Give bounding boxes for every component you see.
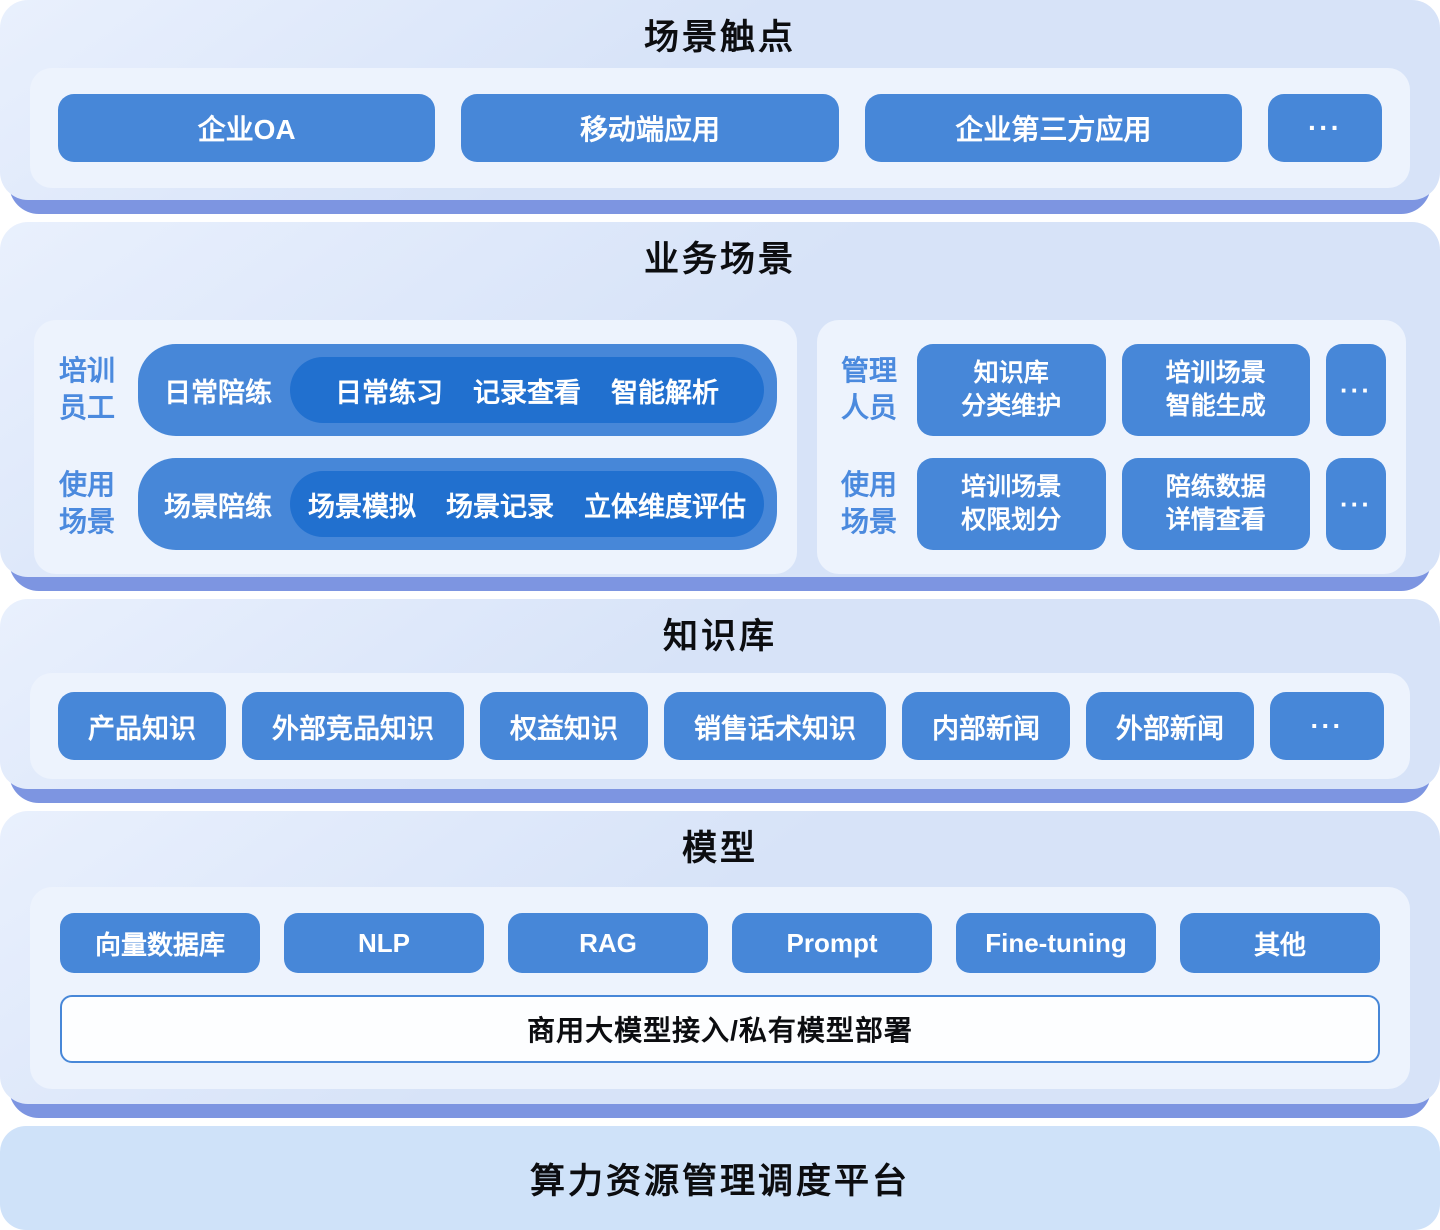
layer-touchpoints: 场景触点 企业OA 移动端应用 企业第三方应用 ··· [0, 0, 1440, 214]
pill-scene-sparring-label: 场景陪练 [164, 491, 272, 522]
card-manager-scenarios: 管理 人员 知识库 分类维护 培训场景 智能生成 [817, 320, 1406, 574]
layer-knowledge-base: 知识库 产品知识 外部竞品知识 权益知识 销售话术知识 内部新闻 外部新闻 ··… [0, 599, 1440, 803]
chip-enterprise-oa: 企业OA [58, 94, 436, 162]
item-smart-analysis: 智能解析 [611, 377, 719, 408]
model-panel: 向量数据库 NLP RAG Prompt Fine-tuning 其他 商用大模… [30, 887, 1410, 1089]
pill-daily-sparring-items: 日常练习 记录查看 智能解析 [290, 357, 764, 423]
touchpoints-panel: 企业OA 移动端应用 企业第三方应用 ··· [30, 68, 1410, 188]
touchpoints-ellipsis: ··· [1267, 94, 1382, 162]
label-usage-scene-left-line1: 使用 [58, 469, 115, 501]
chip-scene-permission: 培训场景 权限划分 [917, 458, 1106, 550]
chip-fine-tuning: Fine-tuning [956, 913, 1156, 973]
chip-external-news: 外部新闻 [1086, 692, 1254, 760]
knowledge-ellipsis: ··· [1270, 692, 1384, 760]
chip-sparring-data-detail-line1: 陪练数据 [1165, 473, 1266, 501]
model-access-bar: 商用大模型接入/私有模型部署 [60, 995, 1380, 1063]
item-scene-simulation: 场景模拟 [308, 491, 416, 522]
chip-kb-category-maintenance-line2: 分类维护 [961, 392, 1062, 420]
chip-scene-permission-line1: 培训场景 [961, 473, 1062, 501]
chip-competitor-knowledge: 外部竞品知识 [242, 692, 464, 760]
business-cards: 培训 员工 日常陪练 日常练习 记录查看 智能解析 使用 场景 [34, 320, 1406, 574]
touchpoints-title: 场景触点 [643, 18, 796, 57]
chip-internal-news: 内部新闻 [902, 692, 1070, 760]
pill-daily-sparring-label: 日常陪练 [164, 377, 272, 408]
manager-row1-ellipsis: ··· [1326, 344, 1386, 436]
chip-scene-smart-generation-line2: 智能生成 [1165, 392, 1266, 420]
chip-kb-category-maintenance-line1: 知识库 [973, 359, 1049, 387]
item-scene-record: 场景记录 [446, 491, 554, 522]
chip-rag: RAG [508, 913, 708, 973]
chip-prompt: Prompt [732, 913, 932, 973]
chip-other: 其他 [1180, 913, 1380, 973]
model-title: 模型 [681, 829, 758, 868]
chip-scene-smart-generation-line1: 培训场景 [1165, 359, 1266, 387]
chip-mobile-app: 移动端应用 [461, 94, 839, 162]
card-employee-scenarios: 培训 员工 日常陪练 日常练习 记录查看 智能解析 使用 场景 [34, 320, 797, 574]
chip-product-knowledge: 产品知识 [58, 692, 226, 760]
chip-vector-database: 向量数据库 [60, 913, 260, 973]
layer-business-scenarios: 业务场景 培训 员工 日常陪练 日常练习 记录查看 智能解析 [0, 222, 1440, 591]
item-3d-evaluation: 立体维度评估 [584, 491, 746, 522]
pill-daily-sparring: 日常陪练 日常练习 记录查看 智能解析 [138, 344, 777, 436]
chip-third-party-app: 企业第三方应用 [864, 94, 1242, 162]
label-usage-scene-right-line1: 使用 [840, 469, 897, 501]
layer-touchpoints-body: 场景触点 企业OA 移动端应用 企业第三方应用 ··· [0, 0, 1440, 200]
chip-scene-smart-generation: 培训场景 智能生成 [1121, 344, 1310, 436]
label-training-employee: 培训 员工 [54, 353, 120, 427]
chip-scene-permission-line2: 权限划分 [961, 506, 1062, 534]
layer-model-body: 模型 向量数据库 NLP RAG Prompt Fine-tuning 其他 商… [0, 811, 1440, 1104]
manager-row2-ellipsis: ··· [1326, 458, 1386, 550]
label-usage-scene-right: 使用 场景 [837, 467, 901, 541]
knowledge-panel: 产品知识 外部竞品知识 权益知识 销售话术知识 内部新闻 外部新闻 ··· [30, 673, 1410, 779]
label-manager-line2: 人员 [840, 392, 897, 423]
business-title: 业务场景 [643, 240, 796, 279]
chip-benefit-knowledge: 权益知识 [480, 692, 648, 760]
chip-kb-category-maintenance: 知识库 分类维护 [917, 344, 1106, 436]
model-row: 向量数据库 NLP RAG Prompt Fine-tuning 其他 [60, 913, 1380, 973]
item-daily-practice: 日常练习 [335, 377, 443, 408]
chip-sparring-data-detail-line2: 详情查看 [1165, 506, 1266, 534]
chip-nlp: NLP [284, 913, 484, 973]
label-training-employee-line2: 员工 [58, 392, 115, 423]
label-usage-scene-left: 使用 场景 [54, 467, 120, 541]
layer-knowledge-body: 知识库 产品知识 外部竞品知识 权益知识 销售话术知识 内部新闻 外部新闻 ··… [0, 599, 1440, 789]
chip-sparring-data-detail: 陪练数据 详情查看 [1121, 458, 1310, 550]
compute-platform-band: 算力资源管理调度平台 [0, 1126, 1440, 1230]
layer-model: 模型 向量数据库 NLP RAG Prompt Fine-tuning 其他 商… [0, 811, 1440, 1118]
label-manager-line1: 管理 [840, 355, 897, 387]
knowledge-title: 知识库 [662, 617, 777, 656]
label-manager: 管理 人员 [837, 353, 901, 427]
label-training-employee-line1: 培训 [58, 355, 115, 387]
pill-scene-sparring: 场景陪练 场景模拟 场景记录 立体维度评估 [138, 458, 777, 550]
label-usage-scene-right-line2: 场景 [840, 506, 897, 537]
chip-sales-script-knowledge: 销售话术知识 [664, 692, 886, 760]
layer-business-body: 业务场景 培训 员工 日常陪练 日常练习 记录查看 智能解析 [0, 222, 1440, 577]
item-record-view: 记录查看 [473, 377, 581, 408]
pill-scene-sparring-items: 场景模拟 场景记录 立体维度评估 [290, 471, 764, 537]
label-usage-scene-left-line2: 场景 [58, 506, 115, 537]
